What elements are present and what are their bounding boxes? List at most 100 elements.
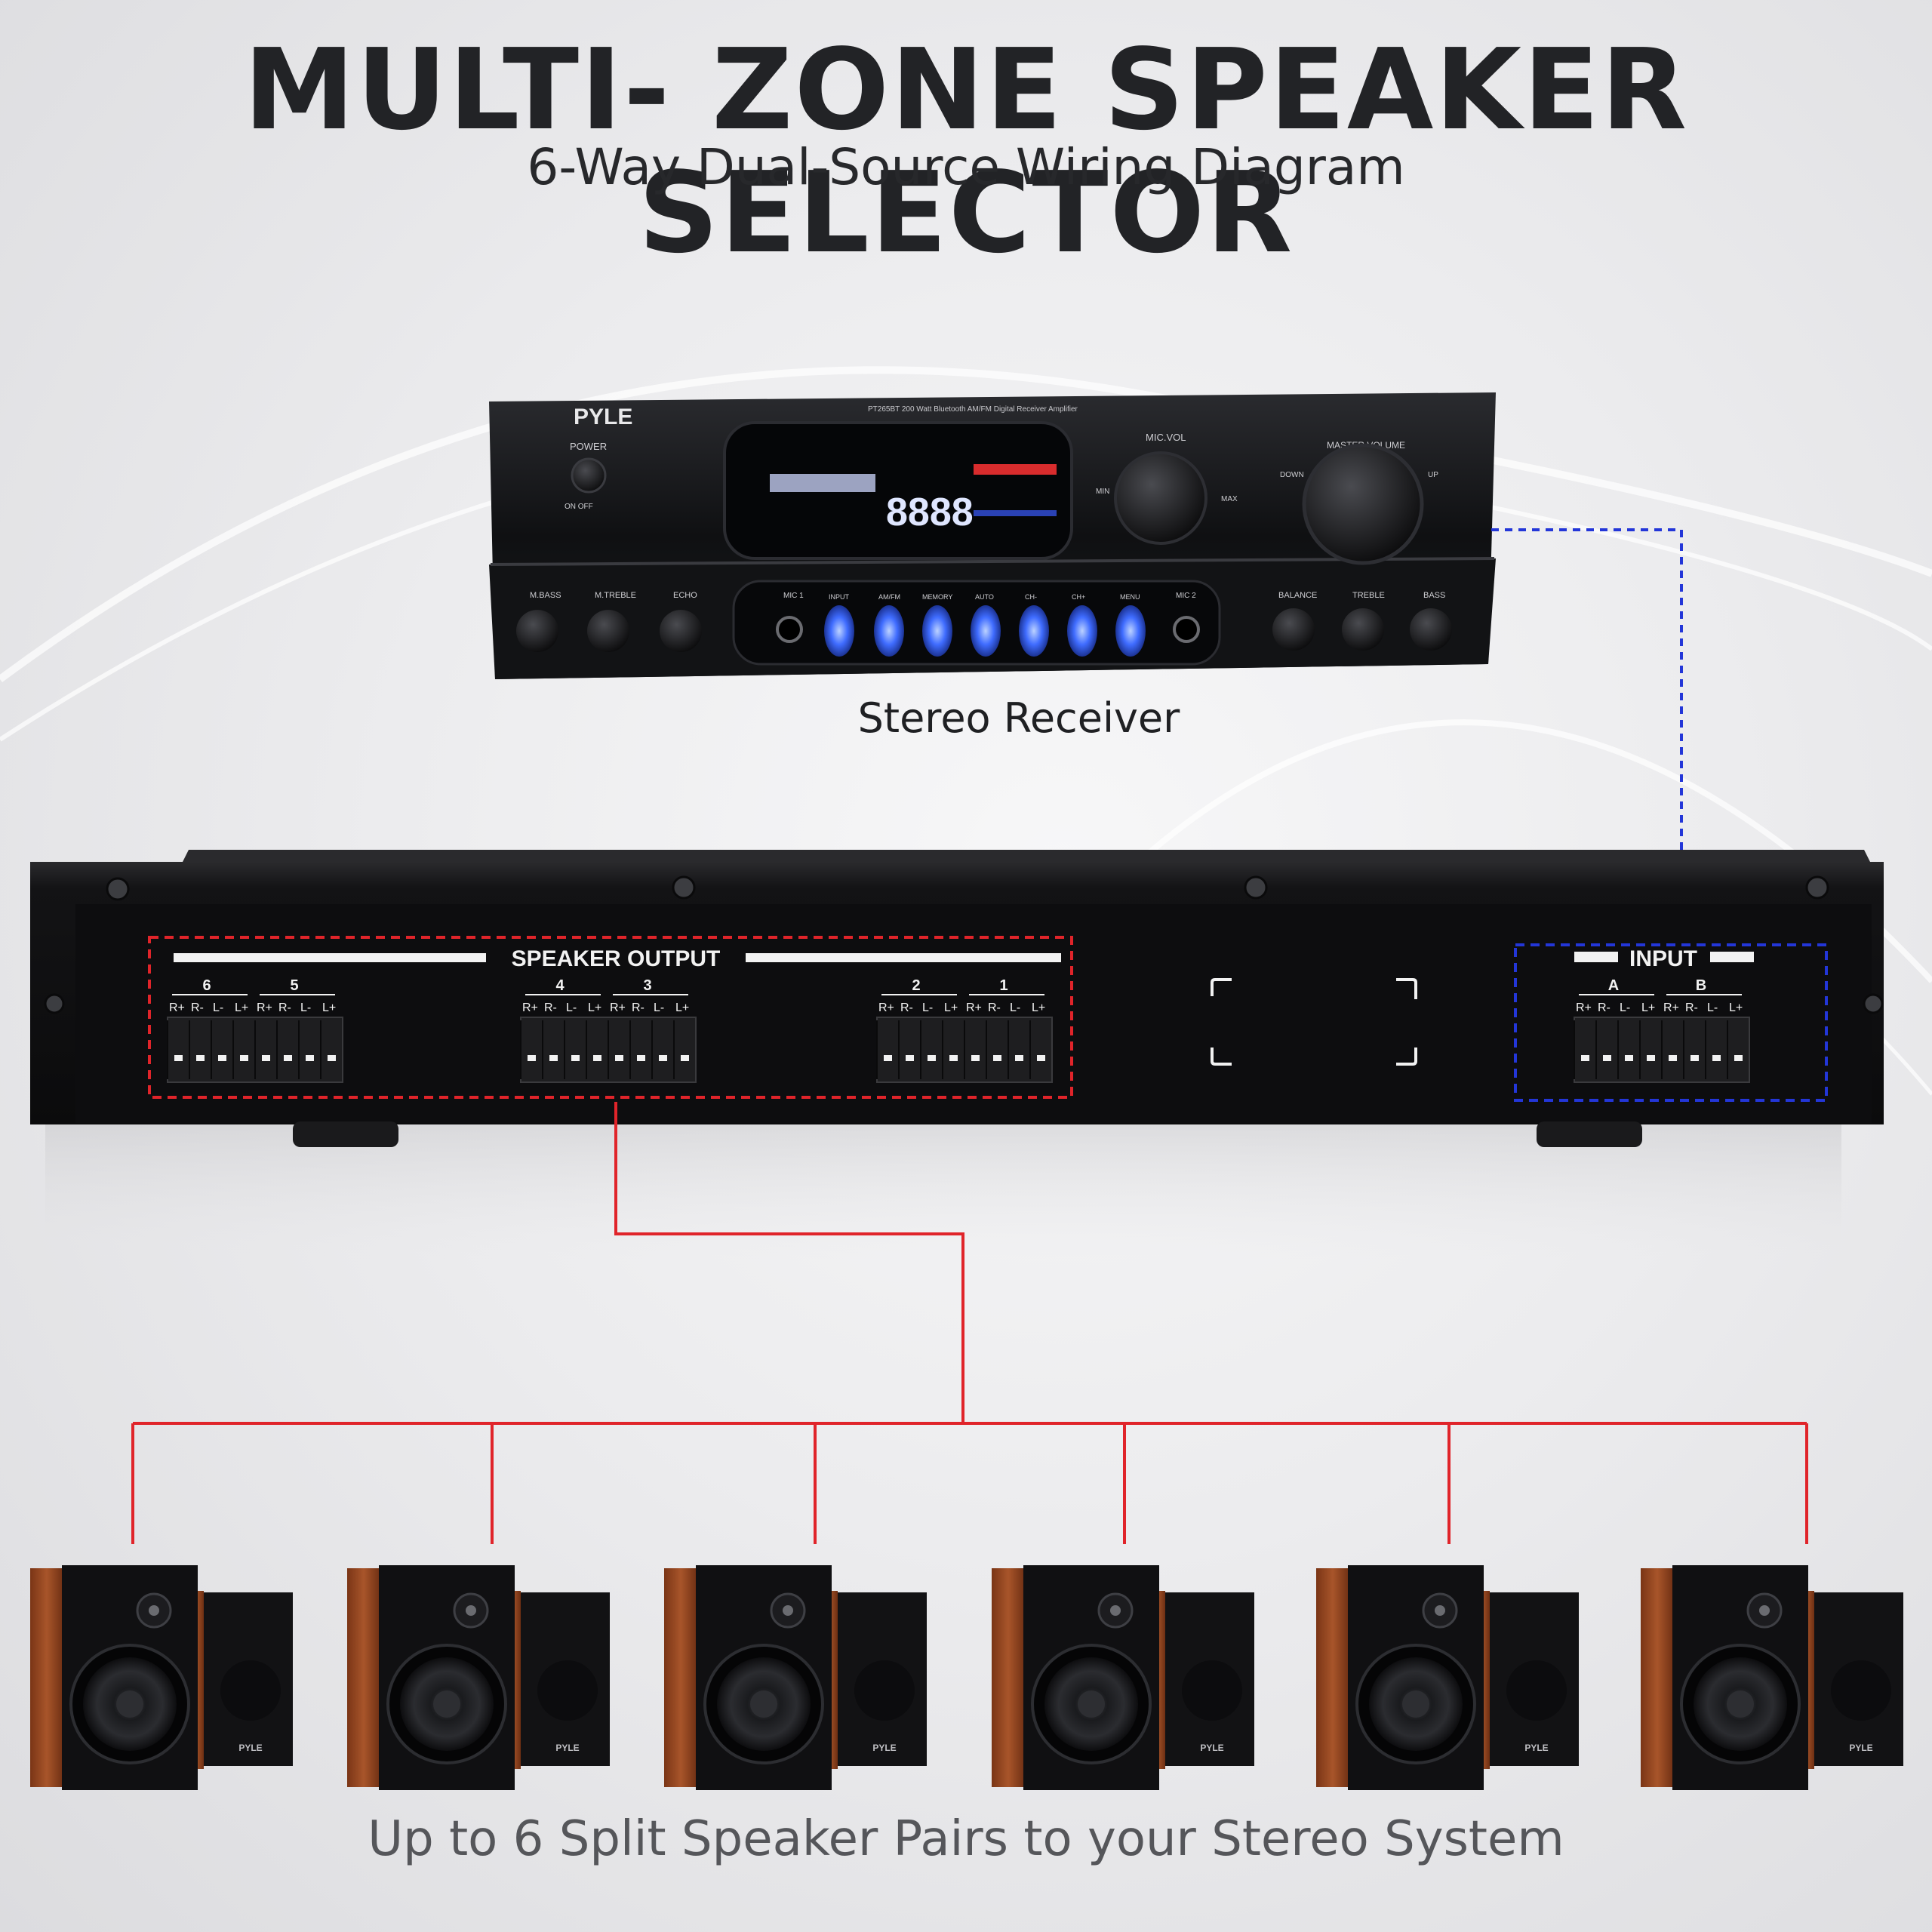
menu-button[interactable] [1115,605,1146,657]
bass-knob[interactable] [1410,608,1452,651]
speaker-badge: PYLE [1849,1743,1872,1753]
foot-left [293,1121,398,1147]
stereo-receiver: 8888 PYLE PT265BT 200 Watt Bluetooth AM/… [489,392,1496,679]
screw-terminal[interactable] [1603,1055,1611,1061]
pin-label: L- [1620,1001,1630,1014]
right-tone-knobs: BALANCE TREBLE BASS [1272,591,1452,651]
btn-label-ch-plus: CH+ [1072,593,1085,601]
pin-label: L+ [944,1001,958,1014]
amfm-button[interactable] [874,605,904,657]
speaker-pair: PYLE [992,1565,1254,1790]
woofer-icon [220,1660,281,1721]
screw-terminal[interactable] [615,1055,623,1061]
screw-terminal[interactable] [637,1055,645,1061]
screw-terminal[interactable] [1581,1055,1589,1061]
mbass-knob[interactable] [516,610,558,652]
zone-number: 6 [202,977,211,994]
pin-label: R- [544,1001,557,1014]
screw-terminal[interactable] [571,1055,580,1061]
ch-minus-button[interactable] [1019,605,1049,657]
left-tone-knobs: M.BASS M.TREBLE ECHO [516,591,702,652]
screw-terminal[interactable] [1734,1055,1743,1061]
frame-corners-icon [1211,978,1417,1066]
screw-terminal[interactable] [1669,1055,1677,1061]
knob-label-balance: BALANCE [1278,591,1317,600]
pin-label: L+ [675,1001,689,1014]
power-label: POWER [570,441,607,452]
screw-terminal[interactable] [659,1055,667,1061]
woofer-dustcap [1402,1690,1429,1718]
tweeter-dome [149,1605,159,1616]
screw-terminal[interactable] [971,1055,980,1061]
knob-label-bass: BASS [1423,591,1445,600]
screw-terminal[interactable] [593,1055,601,1061]
treble-knob[interactable] [1342,608,1384,651]
speaker-badge: PYLE [555,1743,579,1753]
screw-terminal[interactable] [284,1055,292,1061]
btn-label-amfm: AM/FM [878,593,900,601]
pin-label: R+ [257,1001,272,1014]
screw-terminal[interactable] [1015,1055,1023,1061]
pin-label: L- [654,1001,664,1014]
speaker-pair: PYLE [1316,1565,1579,1790]
echo-knob[interactable] [660,610,702,652]
mtreble-knob[interactable] [587,610,629,652]
screw-terminal[interactable] [174,1055,183,1061]
master-volume-knob[interactable] [1302,443,1424,565]
screw-terminal[interactable] [196,1055,205,1061]
input-button[interactable] [824,605,854,657]
pin-label: R- [1598,1001,1611,1014]
screw-terminal[interactable] [993,1055,1001,1061]
screw-terminal[interactable] [906,1055,914,1061]
speaker-output-label: SPEAKER OUTPUT [512,946,721,971]
btn-label-ch-minus: CH- [1025,593,1037,601]
screw-terminal[interactable] [1647,1055,1655,1061]
screw-terminal[interactable] [306,1055,314,1061]
receiver-caption: Stereo Receiver [857,694,1180,742]
woofer-dustcap [433,1690,460,1718]
input-box [1514,943,1828,1102]
screw-terminal[interactable] [528,1055,536,1061]
ch-plus-button[interactable] [1067,605,1097,657]
memory-button[interactable] [922,605,952,657]
pin-label: R- [1685,1001,1698,1014]
page-subtitle: 6-Way Dual-Source Wiring Diagram [527,138,1405,196]
power-button[interactable] [571,457,607,494]
mic-vol-knob[interactable] [1114,451,1208,545]
output-terminal-zones-4-3: 4R+R-L-L+3R+R-L-L+ [520,977,697,1083]
mic-vol-label: MIC.VOL [1146,432,1186,443]
auto-button[interactable] [971,605,1001,657]
mic2-jack[interactable] [1173,616,1200,643]
screw-terminal[interactable] [262,1055,270,1061]
pin-label: R- [278,1001,291,1014]
screw-terminal[interactable] [928,1055,936,1061]
screw-terminal[interactable] [681,1055,689,1061]
footer-caption: Up to 6 Split Speaker Pairs to your Ster… [368,1811,1564,1867]
pin-label: L+ [235,1001,248,1014]
speaker-badge: PYLE [1524,1743,1548,1753]
knob-label-mtreble: M.TREBLE [595,591,636,600]
zone-number: 4 [555,977,565,994]
screw-terminal[interactable] [218,1055,226,1061]
screw-terminal[interactable] [328,1055,336,1061]
screw-terminal[interactable] [240,1055,248,1061]
screw-terminal[interactable] [884,1055,892,1061]
page-title: MULTI- ZONE SPEAKER SELECTOR [243,25,1689,278]
screw-terminal[interactable] [949,1055,958,1061]
screw-terminal[interactable] [1712,1055,1721,1061]
btn-label-memory: MEMORY [922,593,952,601]
balance-knob[interactable] [1272,608,1315,651]
master-up-label: UP [1428,471,1438,479]
knob-label-mbass: M.BASS [530,591,561,600]
screw-terminal[interactable] [549,1055,558,1061]
pin-label: R+ [522,1001,538,1014]
screw-icon [1805,875,1829,900]
receiver-model-line: PT265BT 200 Watt Bluetooth AM/FM Digital… [868,405,1078,414]
screw-terminal[interactable] [1037,1055,1045,1061]
mic1-jack[interactable] [776,616,803,643]
tweeter-dome [783,1605,793,1616]
power-states: ON OFF [565,503,593,511]
screw-terminal[interactable] [1690,1055,1699,1061]
screw-icon [1863,993,1884,1014]
screw-terminal[interactable] [1625,1055,1633,1061]
